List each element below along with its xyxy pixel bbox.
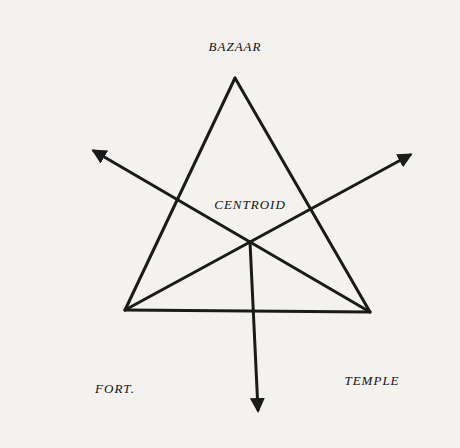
connector-line xyxy=(250,242,370,312)
ring xyxy=(302,250,442,390)
ring xyxy=(230,222,270,262)
connector-line xyxy=(125,242,250,310)
hub-dot xyxy=(243,235,257,249)
ring xyxy=(334,278,410,354)
ring xyxy=(42,252,188,398)
hub-dot xyxy=(228,71,242,85)
extension-arrow xyxy=(94,151,250,242)
concentric-rings xyxy=(163,16,307,160)
ring xyxy=(197,54,273,130)
connector-line xyxy=(235,78,370,312)
place-label: TEMPLE xyxy=(300,374,444,388)
ring xyxy=(180,171,320,311)
ring xyxy=(124,112,376,364)
ring xyxy=(152,142,348,338)
ring xyxy=(165,18,305,158)
hub-dot xyxy=(363,305,377,319)
ring-node: TEMPLE xyxy=(300,248,444,392)
ring-node: FORT. xyxy=(40,250,190,400)
connector-line xyxy=(125,78,235,310)
concentric-rings xyxy=(300,248,444,392)
connector-line xyxy=(125,310,370,312)
ring-node: CENTROID xyxy=(122,110,378,366)
place-label: FORT. xyxy=(40,382,190,396)
ring-node: BAZAAR xyxy=(163,16,307,160)
extension-arrow xyxy=(250,242,258,410)
place-label: CENTROID xyxy=(122,198,378,212)
concentric-rings xyxy=(122,110,378,366)
place-label: BAZAAR xyxy=(163,40,307,54)
concentric-rings xyxy=(40,250,190,400)
ring xyxy=(82,278,158,354)
hub-dot xyxy=(118,303,132,317)
